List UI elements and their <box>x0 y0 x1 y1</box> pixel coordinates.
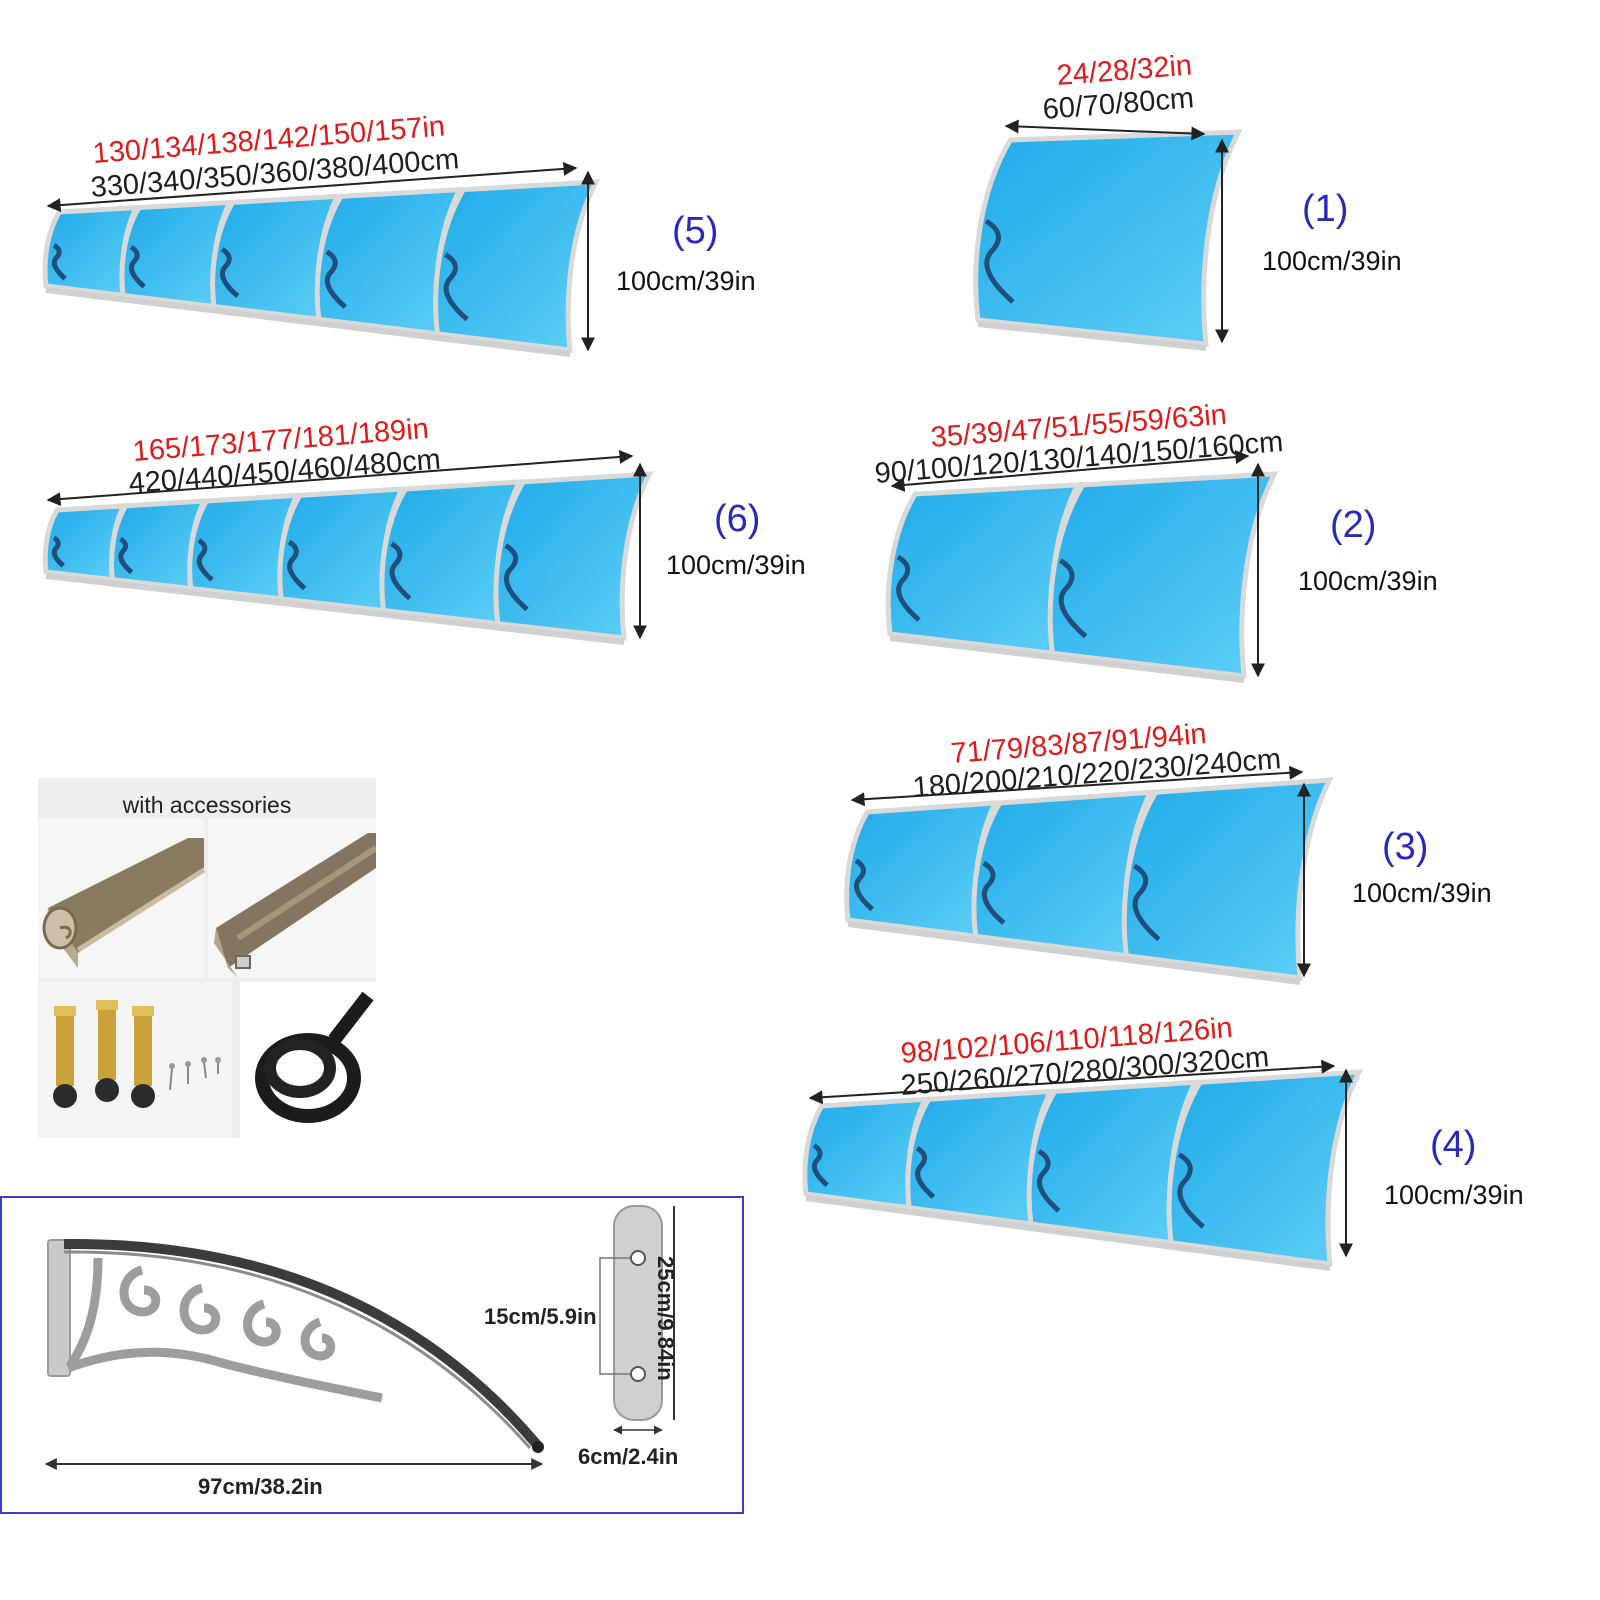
model-6-number: (6) <box>714 498 761 540</box>
model-6-height: 100cm/39in <box>666 550 806 580</box>
bracket-scroll <box>66 1257 383 1403</box>
canopy-model-3 <box>844 765 1334 985</box>
canopy-panel <box>1121 777 1334 981</box>
plate-width-label: 6cm/2.4in <box>578 1444 679 1469</box>
bracket-icon <box>984 218 1015 304</box>
model-3-number: (3) <box>1382 826 1429 868</box>
bracket-icon <box>324 249 347 309</box>
canopy-model-1 <box>973 119 1243 351</box>
bracket-icon <box>1036 1148 1061 1213</box>
bracket-icon <box>51 535 65 568</box>
width-arrow <box>1004 119 1206 141</box>
bracket-icon <box>503 543 529 612</box>
canopy-frame <box>805 1195 1331 1271</box>
model-5-number: (5) <box>672 210 719 252</box>
bracket-icon <box>1058 558 1088 639</box>
accessories-images <box>38 818 376 1138</box>
bracket-icon <box>196 538 214 582</box>
canopy-panel <box>973 129 1243 347</box>
width-arrow <box>890 450 1250 492</box>
mounting-plate <box>613 1205 663 1421</box>
bracket-icon <box>1132 863 1161 942</box>
model-3-height: 100cm/39in <box>1352 878 1492 908</box>
bracket-icon <box>1177 1152 1205 1229</box>
width-arrow <box>46 449 634 507</box>
rubber-seal-strip-icon <box>255 991 374 1123</box>
accessories-title: with accessories <box>122 792 292 818</box>
width-arrow <box>808 1059 1336 1105</box>
hole-spacing-label: 15cm/5.9in <box>484 1304 597 1329</box>
model-2-number: (2) <box>1330 504 1377 546</box>
bracket-icon <box>389 541 412 601</box>
model-4-height: 100cm/39in <box>1384 1180 1524 1210</box>
bracket-icon <box>219 247 240 298</box>
width-arrow <box>850 765 1304 807</box>
bracket-icon <box>915 1145 936 1199</box>
bracket-arm <box>63 1238 542 1450</box>
bracket-drawing <box>44 1205 675 1470</box>
canopy-frame <box>889 635 1245 683</box>
aluminium-rail-profile-icon <box>42 838 206 968</box>
expansion-bolt-icon <box>53 1000 155 1108</box>
canopy-frame <box>977 321 1207 351</box>
bracket-icon <box>287 539 307 591</box>
canopy-model-6 <box>42 449 654 645</box>
canopy-panel <box>493 471 654 641</box>
model-1-number: (1) <box>1302 188 1349 230</box>
bracket-icon <box>854 858 874 912</box>
bracket-icon <box>811 1143 829 1188</box>
canopy-model-4 <box>802 1059 1364 1271</box>
canopy-model-2 <box>885 450 1279 683</box>
mounting-hole-icon <box>630 1250 646 1266</box>
model-1-height: 100cm/39in <box>1262 246 1402 276</box>
bracket-dimension-box: 97cm/38.2in 15cm/5.9in 6cm/2.4in 25cm/9.… <box>0 1196 744 1514</box>
bracket-length-label: 97cm/38.2in <box>198 1474 323 1499</box>
bracket-icon <box>443 252 469 322</box>
accessories-panel: with accessories <box>38 778 376 1138</box>
canopy-panel <box>1047 471 1279 679</box>
canopy-frame <box>847 921 1301 985</box>
canopy-frame <box>45 287 571 357</box>
canopy-frame <box>45 573 625 645</box>
width-arrow <box>46 161 578 213</box>
canopy-model-5 <box>42 161 601 357</box>
mounting-hole-icon <box>630 1366 646 1382</box>
plate-height-label: 25cm/9.84in <box>653 1256 678 1381</box>
canopy-panel <box>433 179 601 353</box>
canopy-panel <box>1166 1069 1364 1267</box>
screw-icon <box>169 1057 221 1091</box>
aluminium-rail-profile-icon <box>214 833 376 978</box>
wall-plate-side <box>47 1239 71 1377</box>
bracket-icon <box>118 536 134 575</box>
bracket-icon <box>128 244 146 289</box>
bracket-icon <box>896 554 921 622</box>
bracket-icon <box>51 243 67 281</box>
model-4-number: (4) <box>1430 1124 1477 1166</box>
model-2-height: 100cm/39in <box>1298 566 1438 596</box>
model-5-height: 100cm/39in <box>616 266 756 296</box>
bracket-icon <box>981 860 1006 925</box>
